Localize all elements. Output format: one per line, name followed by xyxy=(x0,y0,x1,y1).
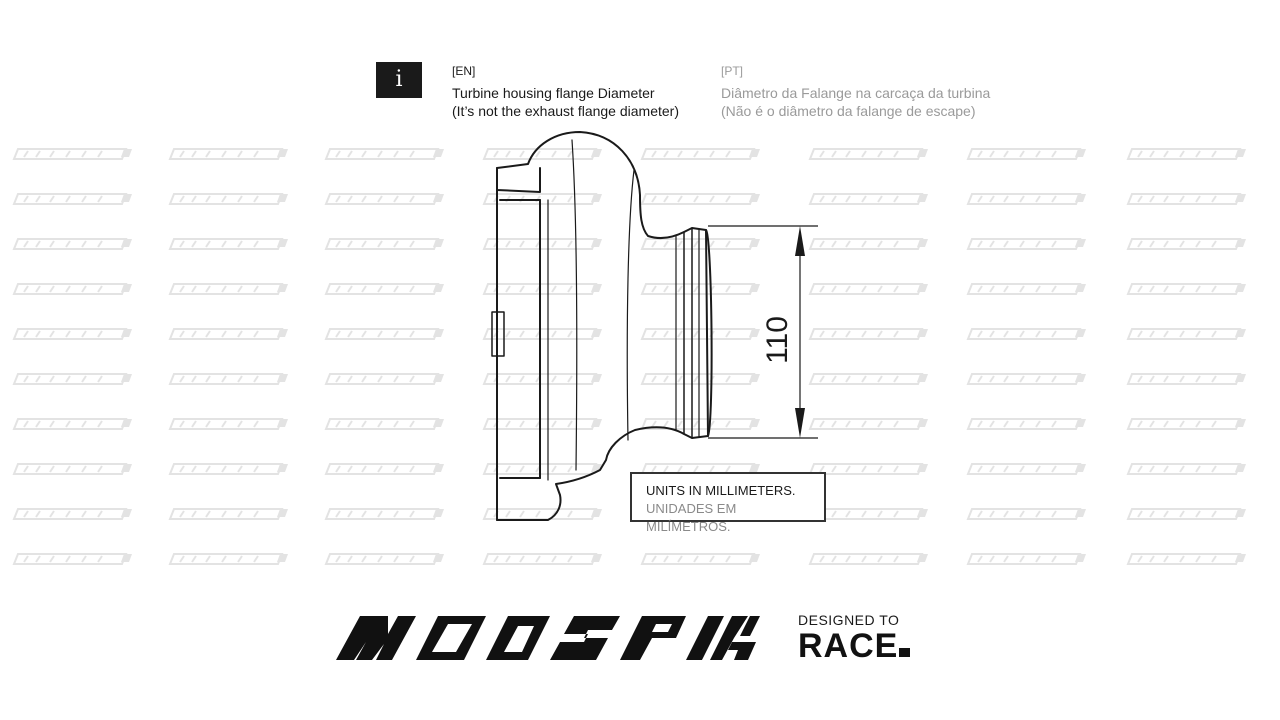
tagline-big: RACE xyxy=(798,627,911,665)
race-dot xyxy=(899,648,911,657)
portuguese-description: [PT] Diâmetro da Falange na carcaça da t… xyxy=(721,62,990,120)
portuguese-line-2: (Não é o diâmetro da falange de escape) xyxy=(721,103,976,119)
info-icon: i xyxy=(376,62,422,98)
dimension-label: 110 xyxy=(761,316,794,364)
units-english: UNITS IN MILLIMETERS. xyxy=(646,483,796,498)
tagline-small: DESIGNED TO xyxy=(798,612,900,628)
english-line-1: Turbine housing flange Diameter xyxy=(452,85,655,101)
english-description: [EN] Turbine housing flange Diameter (It… xyxy=(452,62,679,120)
modsport-logo xyxy=(336,616,760,660)
brand-tagline: DESIGNED TO RACE xyxy=(798,612,911,665)
portuguese-tag: [PT] xyxy=(721,64,744,78)
english-tag: [EN] xyxy=(452,64,476,78)
dimension-arrows xyxy=(795,226,805,438)
english-line-2: (It’s not the exhaust flange diameter) xyxy=(452,103,679,119)
portuguese-line-1: Diâmetro da Falange na carcaça da turbin… xyxy=(721,85,991,101)
units-note: UNITS IN MILLIMETERS. UNIDADES EM MILÍME… xyxy=(630,472,826,534)
units-portuguese: UNIDADES EM MILÍMETROS. xyxy=(646,501,737,534)
tagline-race: RACE xyxy=(798,627,899,665)
